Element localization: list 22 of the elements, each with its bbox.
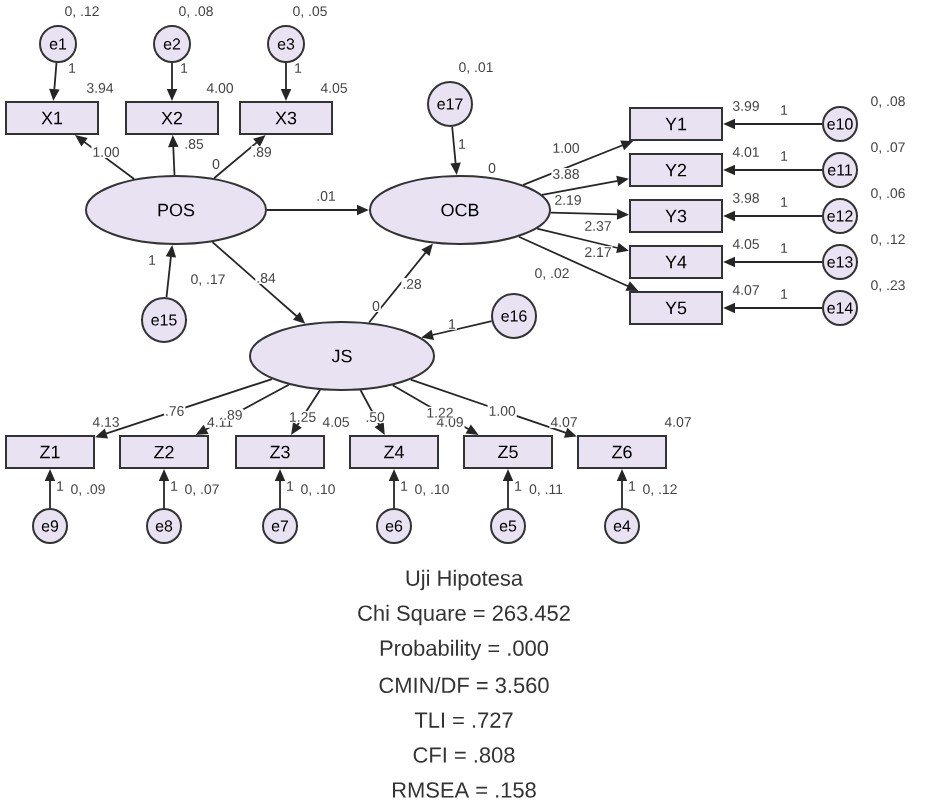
observed-variable-box: Y4	[629, 245, 723, 279]
observed-variable-box: X1	[5, 101, 99, 135]
observed-variable-box: Y1	[629, 107, 723, 141]
observed-variable-box: Y3	[629, 199, 723, 233]
observed-variable-box: X2	[125, 101, 219, 135]
observed-variable-box: Y2	[629, 153, 723, 187]
fit-statistic: CMIN/DF = 3.560	[379, 676, 549, 694]
observed-variable-box: Z4	[349, 435, 439, 469]
observed-variable-box: Z6	[577, 435, 667, 469]
fit-statistic: Uji Hipotesa	[406, 569, 524, 591]
observed-variable-box: Z1	[5, 435, 95, 469]
fit-statistic: TLI = .727	[414, 712, 513, 728]
observed-variable-box: Z3	[235, 435, 325, 469]
observed-variable-box: X3	[239, 101, 333, 135]
observed-variable-box: Z5	[463, 435, 553, 469]
observed-variable-box: Z2	[119, 435, 209, 469]
fit-statistic: RMSEA = .158	[393, 782, 536, 798]
fit-statistic: CFI = .808	[413, 747, 515, 763]
observed-variable-box: Y5	[629, 291, 723, 325]
fit-statistic: Chi Square = 263.452	[358, 604, 570, 626]
fit-statistic: Probability = .000	[380, 639, 549, 661]
arrow	[75, 135, 136, 180]
